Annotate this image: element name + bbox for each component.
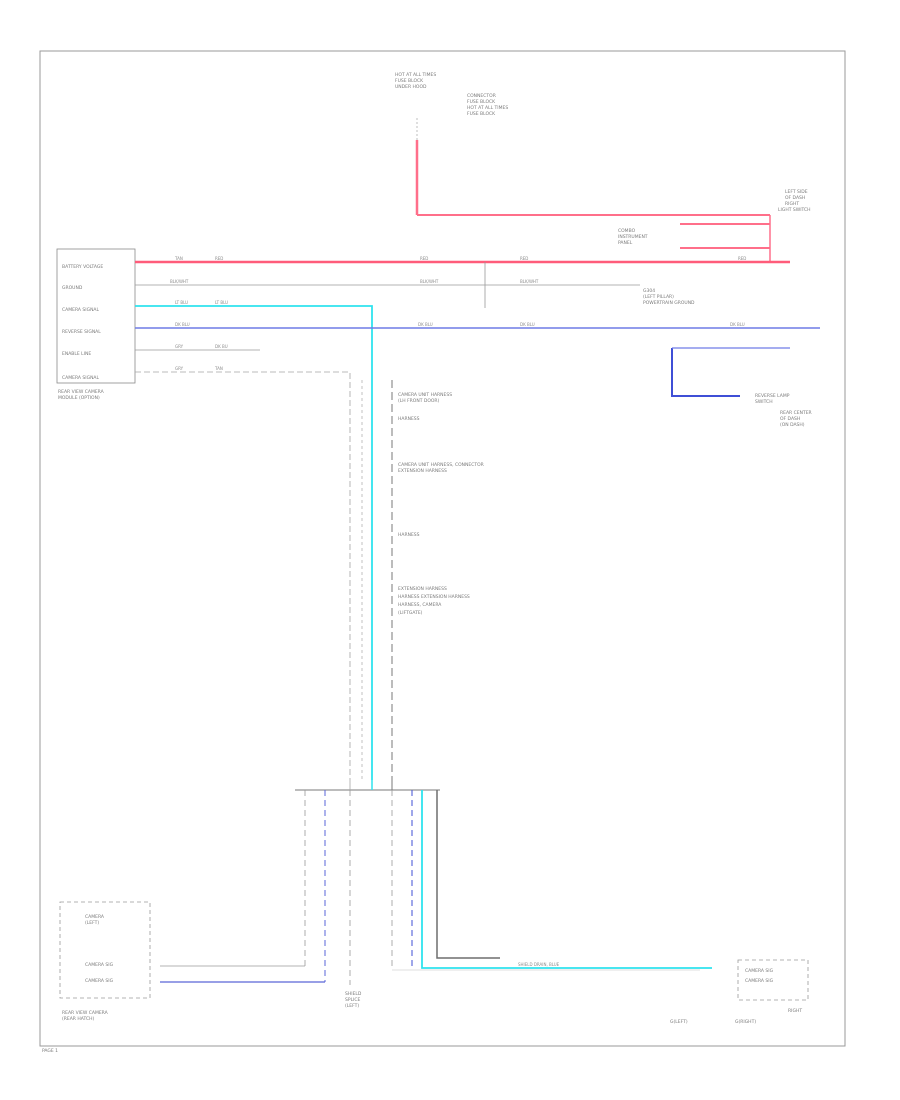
- module-caption-2: MODULE (OPTION): [58, 395, 100, 401]
- svg-text:TAN: TAN: [174, 256, 183, 261]
- pin-label-2: GROUND: [62, 285, 83, 291]
- svg-text:HOT AT ALL TIMES: HOT AT ALL TIMES: [467, 105, 508, 111]
- svg-text:CAMERA SIG: CAMERA SIG: [85, 962, 114, 968]
- svg-text:EXTENSION HARNESS: EXTENSION HARNESS: [398, 468, 447, 474]
- page-label: PAGE 1: [42, 1048, 58, 1054]
- reverse-lamp-wire: [671, 348, 740, 397]
- svg-text:RIGHT: RIGHT: [785, 201, 799, 207]
- svg-text:REAR CENTER: REAR CENTER: [780, 410, 812, 416]
- svg-text:(LEFT): (LEFT): [85, 920, 99, 926]
- svg-text:DK BLU: DK BLU: [175, 322, 190, 327]
- svg-text:RED: RED: [215, 256, 223, 261]
- svg-text:PANEL: PANEL: [618, 240, 633, 246]
- svg-text:FUSE BLOCK: FUSE BLOCK: [467, 99, 496, 105]
- svg-text:LT BLU: LT BLU: [215, 300, 228, 305]
- svg-text:CONNECTOR: CONNECTOR: [467, 93, 496, 99]
- svg-text:SWITCH: SWITCH: [755, 399, 773, 405]
- svg-text:BLK/WHT: BLK/WHT: [420, 279, 439, 284]
- svg-text:INSTRUMENT: INSTRUMENT: [618, 234, 648, 240]
- svg-text:(ON DASH): (ON DASH): [780, 422, 805, 428]
- svg-text:LT BLU: LT BLU: [175, 300, 188, 305]
- svg-text:GRY: GRY: [175, 366, 184, 371]
- svg-text:BLK/WHT: BLK/WHT: [170, 279, 189, 284]
- svg-text:FUSE BLOCK: FUSE BLOCK: [467, 111, 496, 117]
- inline-notes: CAMERA UNIT HARNESS (LH FRONT DOOR) HARN…: [398, 392, 484, 616]
- svg-text:BLK/WHT: BLK/WHT: [520, 279, 539, 284]
- svg-text:(LIFTGATE): (LIFTGATE): [398, 610, 423, 616]
- svg-text:(LEFT): (LEFT): [345, 1003, 359, 1009]
- svg-text:REAR VIEW CAMERA: REAR VIEW CAMERA: [62, 1010, 109, 1016]
- svg-text:G(LEFT): G(LEFT): [670, 1019, 688, 1025]
- rear-camera-right: CAMERA SIG CAMERA SIG G(LEFT) G(RIGHT) R…: [670, 959, 809, 1025]
- svg-text:G304: G304: [643, 288, 655, 294]
- svg-text:CAMERA SIG: CAMERA SIG: [85, 978, 114, 984]
- cyan-rear-wire: [421, 790, 712, 969]
- svg-text:SPLICE: SPLICE: [345, 997, 361, 1003]
- svg-text:G(RIGHT): G(RIGHT): [735, 1019, 756, 1025]
- svg-text:DK BU: DK BU: [215, 344, 228, 349]
- combo-labels: COMBO INSTRUMENT PANEL: [618, 228, 648, 246]
- svg-text:HARNESS EXTENSION HARNESS: HARNESS EXTENSION HARNESS: [398, 594, 470, 600]
- svg-text:EXTENSION HARNESS: EXTENSION HARNESS: [398, 586, 447, 592]
- svg-text:OF DASH: OF DASH: [785, 195, 805, 201]
- svg-text:CAMERA: CAMERA: [85, 914, 105, 920]
- right-lower-labels: REVERSE LAMP SWITCH REAR CENTER OF DASH …: [755, 393, 812, 428]
- module-caption-1: REAR VIEW CAMERA: [58, 389, 105, 395]
- svg-text:HARNESS: HARNESS: [398, 532, 420, 538]
- svg-text:CAMERA UNIT HARNESS: CAMERA UNIT HARNESS: [398, 392, 452, 398]
- svg-text:CAMERA UNIT HARNESS, CONNECTOR: CAMERA UNIT HARNESS, CONNECTOR: [398, 462, 484, 468]
- svg-text:CAMERA SIG: CAMERA SIG: [745, 968, 774, 974]
- svg-text:CAMERA SIG: CAMERA SIG: [745, 978, 774, 984]
- svg-text:RED: RED: [520, 256, 528, 261]
- svg-text:UNDER HOOD: UNDER HOOD: [395, 84, 427, 90]
- pin-label-5: ENABLE LINE: [62, 351, 91, 357]
- svg-text:LIGHT SWITCH: LIGHT SWITCH: [778, 207, 811, 213]
- svg-text:DK BLU: DK BLU: [520, 322, 535, 327]
- svg-text:SHIELD: SHIELD: [345, 991, 362, 997]
- pin-label-1: BATTERY VOLTAGE: [62, 264, 103, 270]
- fuse-block-labels: HOT AT ALL TIMES FUSE BLOCK UNDER HOOD C…: [395, 72, 508, 117]
- svg-text:HOT AT ALL TIMES: HOT AT ALL TIMES: [395, 72, 436, 78]
- svg-text:DK BLU: DK BLU: [418, 322, 433, 327]
- pin-label-6: CAMERA SIGNAL: [62, 375, 100, 381]
- svg-text:OF DASH: OF DASH: [780, 416, 800, 422]
- camera-signal-wire: [135, 305, 373, 780]
- svg-text:REVERSE LAMP: REVERSE LAMP: [755, 393, 790, 399]
- svg-text:HARNESS, CAMERA: HARNESS, CAMERA: [398, 602, 442, 608]
- svg-text:FUSE BLOCK: FUSE BLOCK: [395, 78, 424, 84]
- camera-signal-2-wire: [135, 371, 351, 780]
- pin-label-4: REVERSE SIGNAL: [62, 329, 101, 335]
- camera-module: BATTERY VOLTAGE GROUND CAMERA SIGNAL REV…: [56, 248, 136, 401]
- svg-text:DK BLU: DK BLU: [730, 322, 745, 327]
- svg-text:RED: RED: [420, 256, 428, 261]
- diagram-frame: [39, 50, 846, 1047]
- ground-labels: G304 (LEFT PILLAR) POWERTRAIN GROUND: [643, 288, 695, 306]
- svg-text:(REAR HATCH): (REAR HATCH): [62, 1016, 94, 1022]
- svg-text:SHIELD DRAIN, BLUE: SHIELD DRAIN, BLUE: [518, 962, 560, 967]
- svg-text:COMBO: COMBO: [618, 228, 636, 234]
- pin-label-3: CAMERA SIGNAL: [62, 307, 100, 313]
- svg-text:HARNESS: HARNESS: [398, 416, 420, 422]
- svg-text:GRY: GRY: [175, 344, 184, 349]
- svg-text:(LH FRONT DOOR): (LH FRONT DOOR): [398, 398, 440, 404]
- bottom-center-labels: SHIELD SPLICE (LEFT): [345, 991, 362, 1009]
- svg-text:RIGHT: RIGHT: [788, 1008, 802, 1014]
- svg-text:LEFT SIDE: LEFT SIDE: [785, 189, 808, 195]
- svg-text:(LEFT PILLAR): (LEFT PILLAR): [643, 294, 674, 300]
- rear-camera-left: CAMERA (LEFT) CAMERA SIG CAMERA SIG REAR…: [59, 901, 151, 1022]
- svg-text:TAN: TAN: [214, 366, 223, 371]
- svg-text:RED: RED: [738, 256, 746, 261]
- right-top-labels: LEFT SIDE OF DASH RIGHT LIGHT SWITCH: [778, 189, 811, 213]
- svg-text:POWERTRAIN GROUND: POWERTRAIN GROUND: [643, 300, 695, 306]
